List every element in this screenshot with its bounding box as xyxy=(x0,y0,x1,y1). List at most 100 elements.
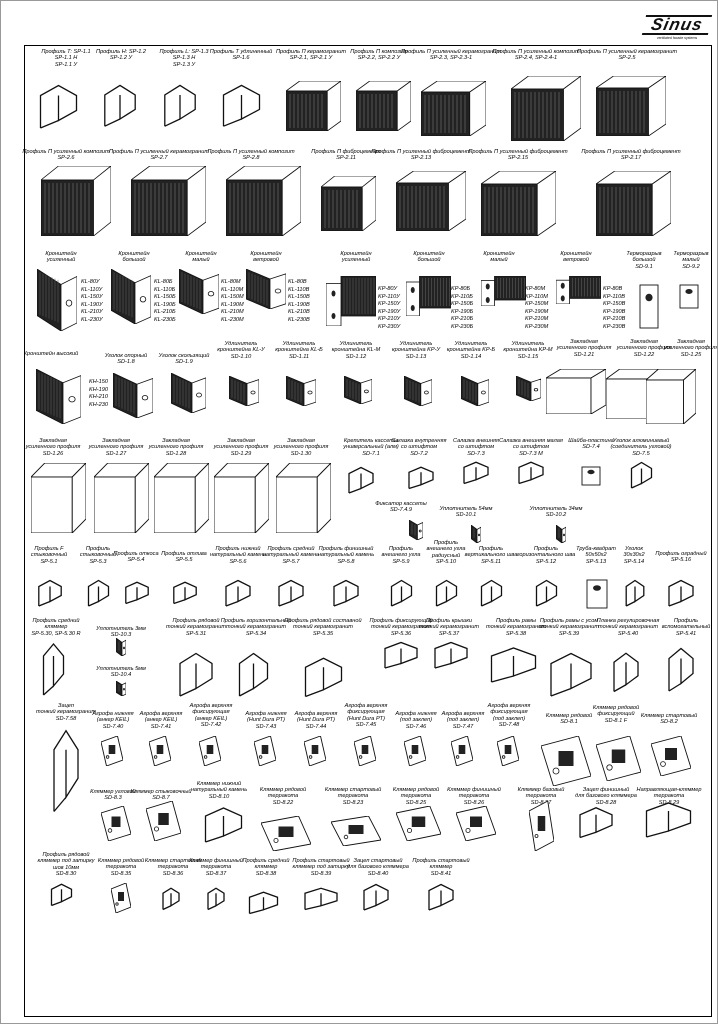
label-line: терракота xyxy=(653,793,685,800)
label-line: Уплотнитель 5мм xyxy=(96,666,146,672)
code-item: KL-110В xyxy=(288,286,310,293)
code-item: KL-190У xyxy=(81,301,103,308)
label-line: SD-1.15 xyxy=(517,353,539,360)
label-line: фиксирующая xyxy=(192,709,230,716)
code-item: KL-150Б xyxy=(154,294,176,301)
label-line: SP-5.37 xyxy=(438,630,460,637)
label-line: (под заклеп) xyxy=(492,715,526,722)
part-drawing-icon xyxy=(586,579,608,614)
part-drawing-icon xyxy=(35,368,82,429)
label-line: SD-1.14 xyxy=(460,353,482,360)
code-item: KH-210 xyxy=(89,394,108,401)
label-line: Кронштейн xyxy=(118,251,150,257)
part-drawing-icon xyxy=(496,735,520,771)
label-line: усиленного профиля xyxy=(616,345,672,352)
label-line: Закладная xyxy=(677,339,705,345)
code-item: KP-190В xyxy=(603,308,626,315)
part-drawing-icon xyxy=(36,268,78,336)
part-drawing-icon xyxy=(516,461,546,491)
label-line: SD-7.42 xyxy=(200,722,222,729)
part-drawing-icon xyxy=(112,372,154,423)
label-line: SP-5.6 xyxy=(229,558,247,565)
label-line: тонкий керамогранит xyxy=(486,624,546,631)
part-drawing-icon xyxy=(650,735,692,781)
part-drawing-icon xyxy=(629,461,654,496)
label-line: Профиль П усиленный керамогранит xyxy=(109,149,209,155)
label-line: Агрофа верхняя xyxy=(487,703,531,709)
part-drawing-icon xyxy=(460,375,490,411)
label-line: Труба-квадрат xyxy=(576,546,616,552)
label-line: терракота xyxy=(157,864,189,871)
label-line: Кляммер рядовой xyxy=(592,705,640,711)
label-line: SP-5.16 xyxy=(670,557,692,564)
logo-tagline: ventilated facade systems xyxy=(656,36,698,40)
label-line: Уголок опорный xyxy=(104,353,148,359)
label-line: натуральный камень xyxy=(209,552,267,559)
label-line: SP-5.12 xyxy=(535,558,557,565)
code-item: KP-230М xyxy=(525,323,549,330)
part-drawing-icon xyxy=(245,268,287,314)
label-line: SP-5.35 xyxy=(312,630,334,637)
label-line: большой xyxy=(632,257,656,264)
label-line: SP-5.3 xyxy=(89,558,107,565)
part-drawing-icon xyxy=(152,461,211,538)
part-drawing-icon xyxy=(509,75,583,146)
label-line: SD-8.40 xyxy=(367,870,389,877)
item-label: Уголок алюминиевый(соединитель угловой)S… xyxy=(610,438,671,457)
label-line: тонкий керамогранит xyxy=(226,624,286,631)
part-drawing-icon xyxy=(361,883,391,918)
label-line: малый xyxy=(682,257,700,264)
part-drawing-icon xyxy=(644,368,698,429)
label-line: Профиль П фиброцемент xyxy=(311,149,381,155)
code-item: KL-210Б xyxy=(154,309,176,316)
part-drawing-icon xyxy=(534,579,559,614)
part-drawing-icon xyxy=(641,801,696,846)
code-item: KL-210М xyxy=(221,309,244,316)
part-drawing-icon xyxy=(540,735,592,791)
label-line: кронштейна KL-М xyxy=(331,347,381,354)
label-line: фиксирующая xyxy=(490,709,528,716)
code-item: KP-190У xyxy=(378,308,401,315)
label-line: малый xyxy=(192,257,210,264)
code-item: KL-150М xyxy=(221,294,244,301)
label-line: терракота xyxy=(400,793,432,800)
label-line: SD-1.11 xyxy=(288,353,310,360)
label-line: усиленного профиля xyxy=(213,444,269,451)
label-line: Закладная xyxy=(102,438,130,444)
part-drawing-icon xyxy=(666,646,696,701)
label-line: Закладная xyxy=(227,438,255,444)
part-drawing-icon xyxy=(486,646,541,691)
label-line: для базового кляммера xyxy=(575,793,637,800)
part-drawing-icon xyxy=(515,375,542,406)
code-item: KL-80В xyxy=(288,279,307,285)
code-item: KL-190Б xyxy=(154,301,176,308)
part-drawing-icon xyxy=(353,735,377,771)
part-drawing-icon xyxy=(624,579,646,614)
label-line: Профиль xyxy=(433,540,459,546)
part-drawing-icon xyxy=(246,891,281,921)
label-line: SD-8.1 F xyxy=(604,717,628,724)
label-line: внешнего угла xyxy=(381,552,421,559)
logo-mark: Sinus xyxy=(641,15,713,35)
label-line: Профиль П усиленный композит xyxy=(492,49,580,55)
